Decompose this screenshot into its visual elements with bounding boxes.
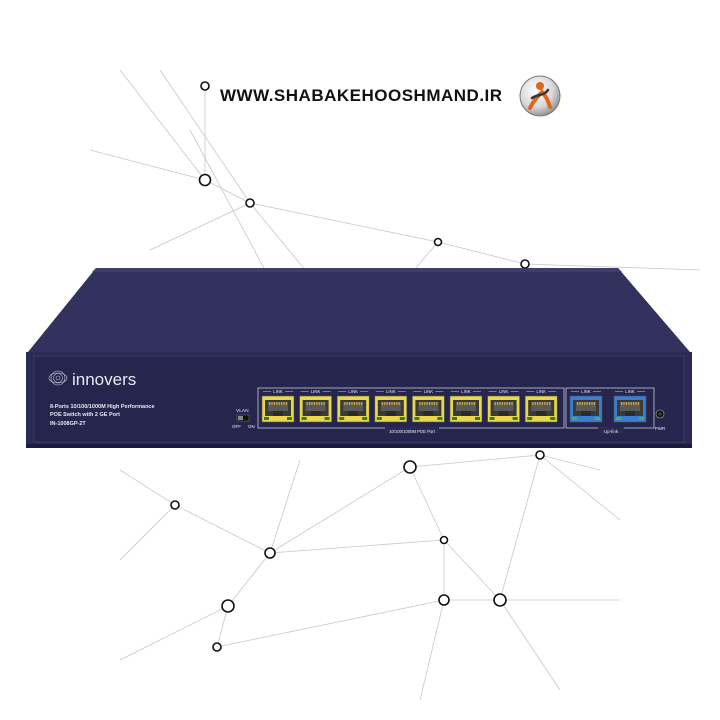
switch-top-cover (28, 268, 690, 352)
site-header: WWW.SHABAKEHOOSHMAND.IR (220, 75, 570, 117)
uplink-group-label: Up-link (604, 429, 619, 434)
uplink-port-2[interactable]: LINK (613, 389, 647, 423)
brand-name: innovers (72, 370, 136, 389)
poe-port-5[interactable]: LINK (412, 389, 445, 423)
device-description-line2: POE Switch with 2 GE Port (50, 412, 120, 418)
poe-port-7[interactable]: LINK (487, 389, 520, 423)
uplink-port-link-label: LINK (581, 389, 591, 394)
uplink-port-link-label: LINK (625, 389, 635, 394)
poe-port-link-label: LINK (386, 389, 396, 394)
device-model: IN-1008GP-2T (50, 421, 86, 427)
poe-port-6[interactable]: LINK (449, 389, 483, 423)
poe-port-link-label: LINK (424, 389, 434, 394)
poe-port-link-label: LINK (311, 389, 321, 394)
vlan-off-label: OFF (232, 424, 241, 429)
poe-port-1[interactable]: LINK (261, 389, 295, 423)
vlan-label: VLAN (236, 408, 249, 414)
poe-port-link-label: LINK (461, 389, 471, 394)
poe-port-link-label: LINK (348, 389, 358, 394)
poe-port-link-label: LINK (536, 389, 546, 394)
vlan-on-label: ON (248, 424, 255, 429)
poe-port-link-label: LINK (499, 389, 509, 394)
poe-port-4[interactable]: LINK (374, 389, 408, 423)
poe-port-2[interactable]: LINK (299, 389, 332, 423)
poe-port-3[interactable]: LINK (336, 389, 370, 423)
poe-group-label: 10/100/1000M POE Port (389, 429, 435, 434)
innovers-logo-icon (48, 370, 68, 386)
site-url[interactable]: WWW.SHABAKEHOOSHMAND.IR (220, 86, 503, 105)
power-label: PWR (655, 426, 666, 431)
poe-port-8[interactable]: LINK (524, 389, 558, 423)
poe-port-link-label: LINK (273, 389, 283, 394)
device-description-line1: 8-Ports 10/100/1000M High Performance (50, 404, 155, 410)
shabake-hooshmand-logo-icon (519, 75, 561, 117)
uplink-port-1[interactable]: LINK (569, 389, 603, 423)
